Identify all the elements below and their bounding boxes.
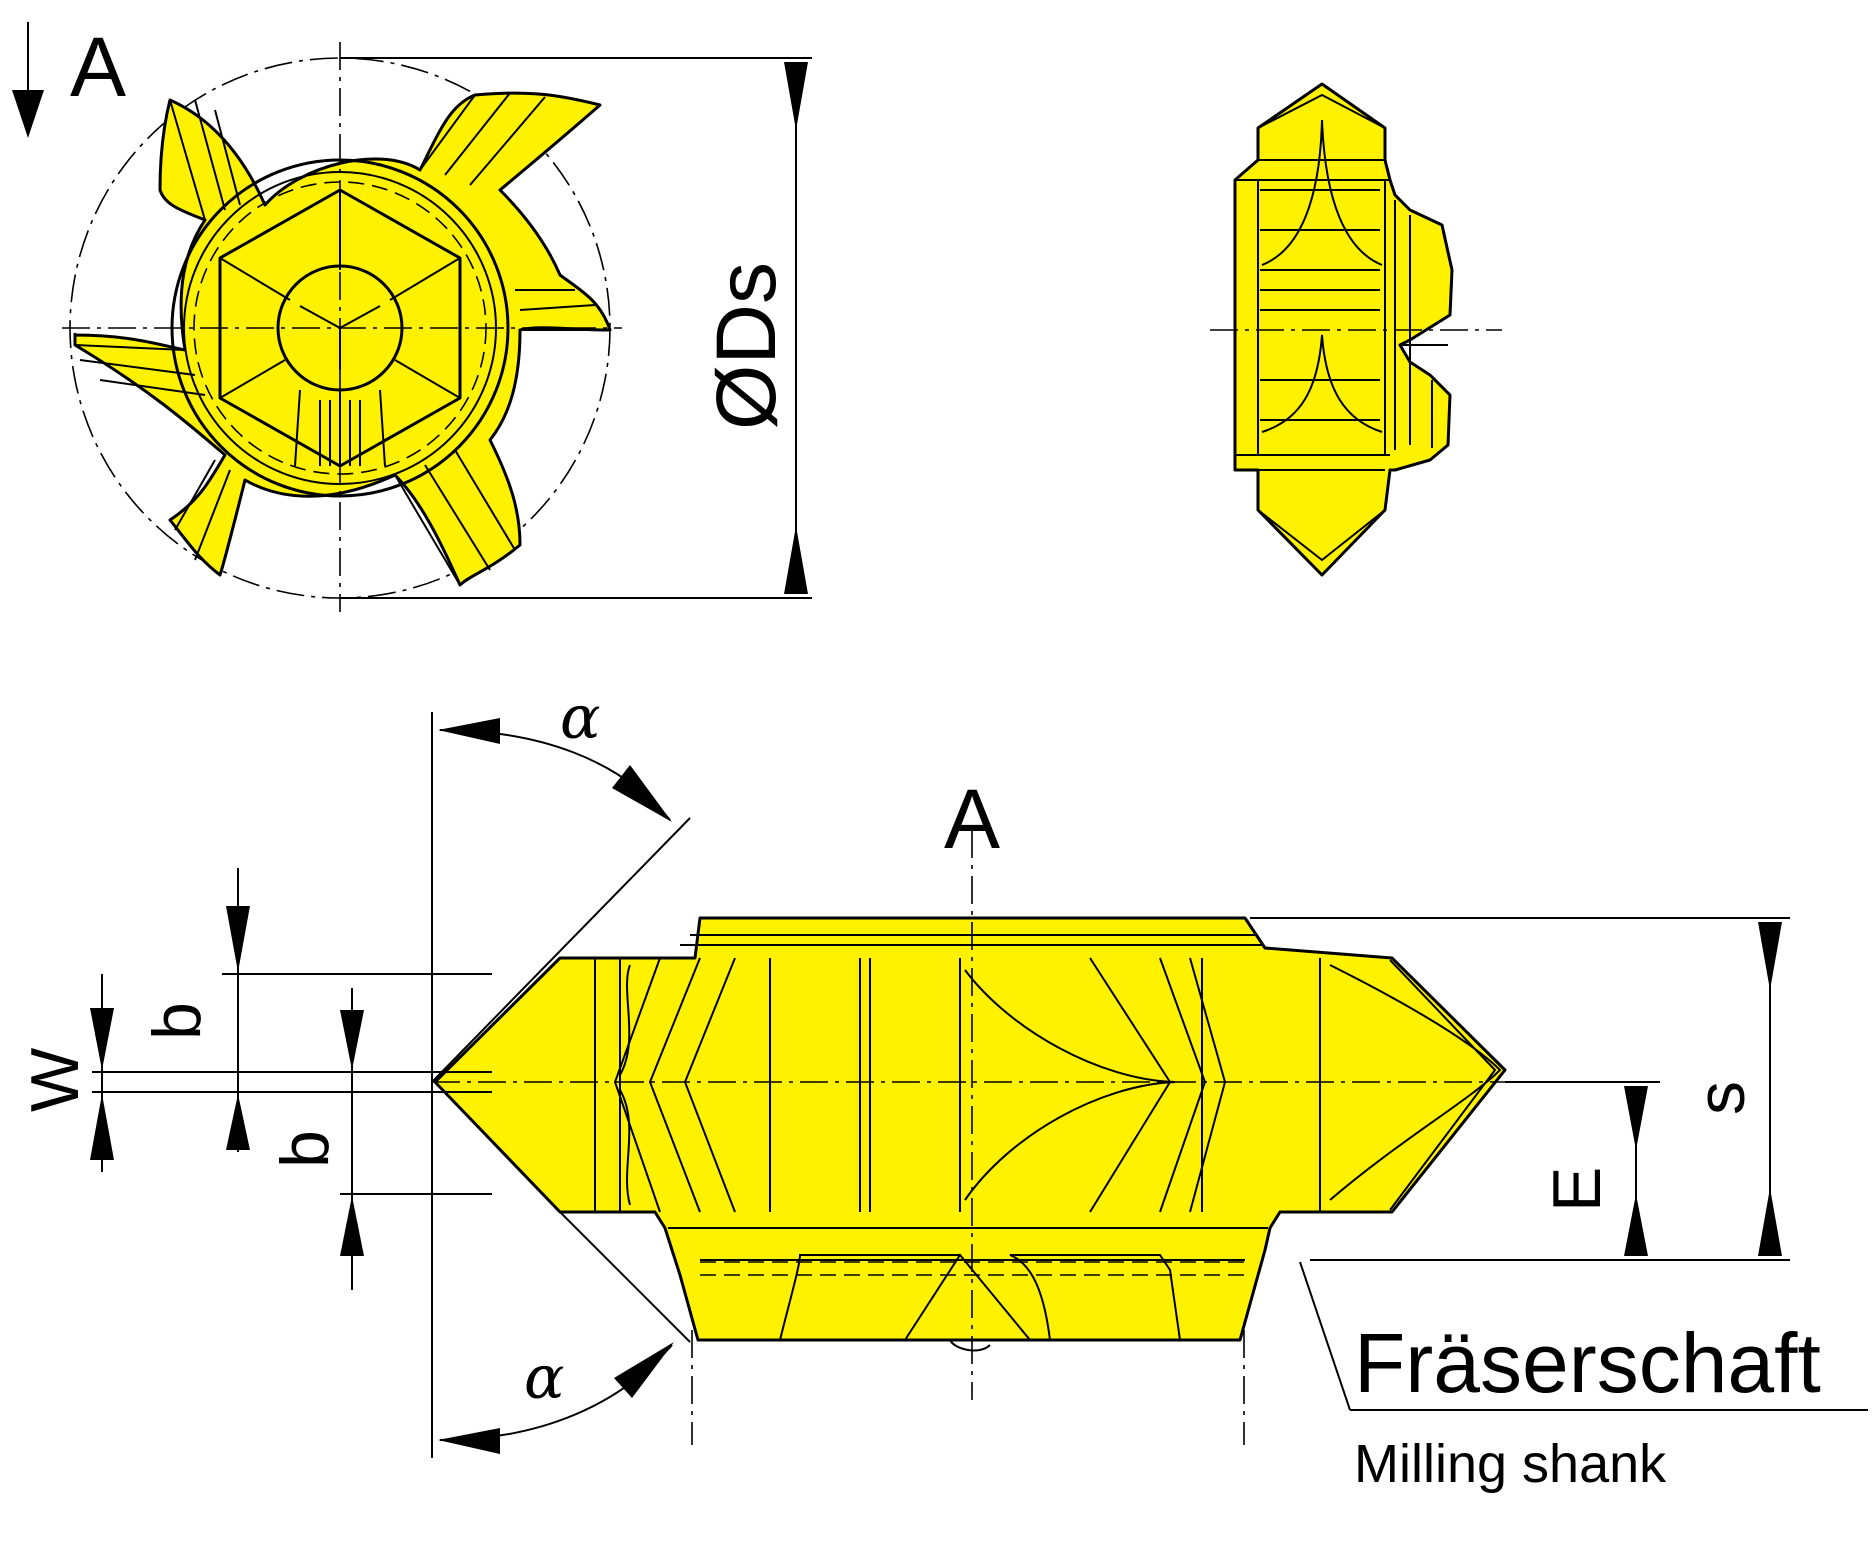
s-label: s <box>1683 1081 1759 1115</box>
b-label-lower: b <box>267 1130 343 1168</box>
shank-label-en: Milling shank <box>1354 1434 1667 1494</box>
end-view: A ØDs <box>12 20 812 612</box>
shank-label-de: Fräserschaft <box>1354 1316 1821 1410</box>
view-marker-side: A <box>944 772 1000 866</box>
side-view <box>1210 82 1502 577</box>
insert-side-view-body <box>1233 82 1454 577</box>
b-w-dimensions <box>90 868 492 1290</box>
side-view-detail-lines <box>1235 93 1448 562</box>
profile-view <box>432 830 1508 1445</box>
angle-dimensions <box>431 712 691 1458</box>
angle-label-top: α <box>560 683 601 753</box>
view-arrow <box>12 22 44 138</box>
shank-leader <box>1299 1261 1868 1411</box>
insert-end-view-body <box>73 91 612 587</box>
insert-profile-body <box>433 916 1507 1342</box>
view-marker-top: A <box>70 20 126 114</box>
w-label: W <box>17 1048 93 1112</box>
shank-hidden-outline <box>700 1261 1248 1276</box>
diameter-label: ØDs <box>699 262 793 430</box>
s-e-dimensions <box>1250 917 1790 1261</box>
flute-facet-lines <box>74 92 610 586</box>
e-label: E <box>1539 1167 1615 1212</box>
diameter-dimension <box>340 57 812 599</box>
b-label-upper: b <box>139 1002 215 1040</box>
angle-label-bottom: α <box>524 1343 565 1413</box>
